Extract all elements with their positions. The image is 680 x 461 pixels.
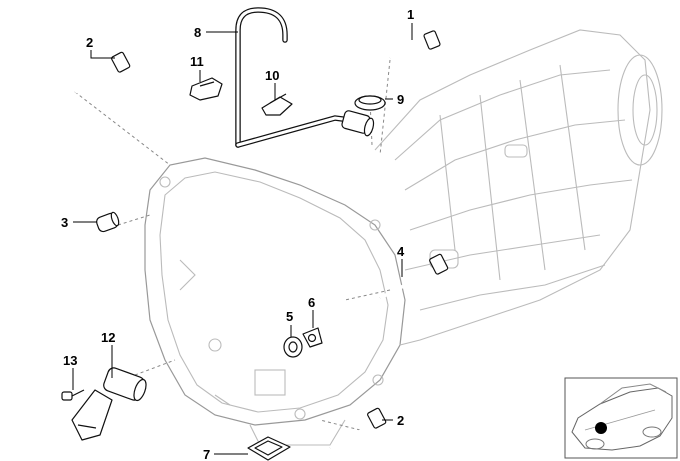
callout-9: 9 bbox=[397, 92, 404, 107]
part-12-sensor bbox=[71, 367, 147, 441]
part-5-plug bbox=[283, 336, 303, 358]
callout-4: 4 bbox=[397, 244, 405, 259]
callout-5: 5 bbox=[286, 309, 293, 324]
callout-1: 1 bbox=[407, 7, 414, 22]
callout-7: 7 bbox=[203, 447, 210, 461]
callout-10: 10 bbox=[265, 68, 279, 83]
transmission-housing bbox=[144, 29, 663, 446]
part-1-bolt bbox=[389, 30, 441, 60]
part-13-screw bbox=[61, 389, 85, 401]
callout-11: 11 bbox=[190, 54, 204, 69]
callout-8: 8 bbox=[194, 25, 201, 40]
part-2-bolt-bottom bbox=[329, 407, 387, 450]
callout-numbers: 1 2 3 4 5 6 7 8 9 10 11 12 13 2 bbox=[61, 7, 414, 461]
callout-2-top: 2 bbox=[86, 35, 93, 50]
callout-3: 3 bbox=[61, 215, 68, 230]
callout-13: 13 bbox=[63, 353, 77, 368]
part-2-bolt-top bbox=[74, 51, 131, 94]
part-9-clamp bbox=[354, 95, 386, 111]
part-6-seal-ring bbox=[302, 327, 323, 348]
callout-12: 12 bbox=[101, 330, 115, 345]
part-8-vent-line bbox=[235, 7, 375, 148]
part-11-clip bbox=[189, 77, 223, 101]
locator-dot bbox=[595, 422, 607, 434]
callout-2-bottom: 2 bbox=[397, 413, 404, 428]
part-7-plate bbox=[247, 436, 291, 461]
part-4-long-bolt bbox=[379, 253, 449, 300]
callout-leaders bbox=[72, 23, 413, 455]
vehicle-locator-inset bbox=[564, 377, 678, 459]
callout-6: 6 bbox=[308, 295, 315, 310]
part-3-sleeve bbox=[96, 211, 120, 233]
part-10-holder bbox=[261, 93, 293, 116]
